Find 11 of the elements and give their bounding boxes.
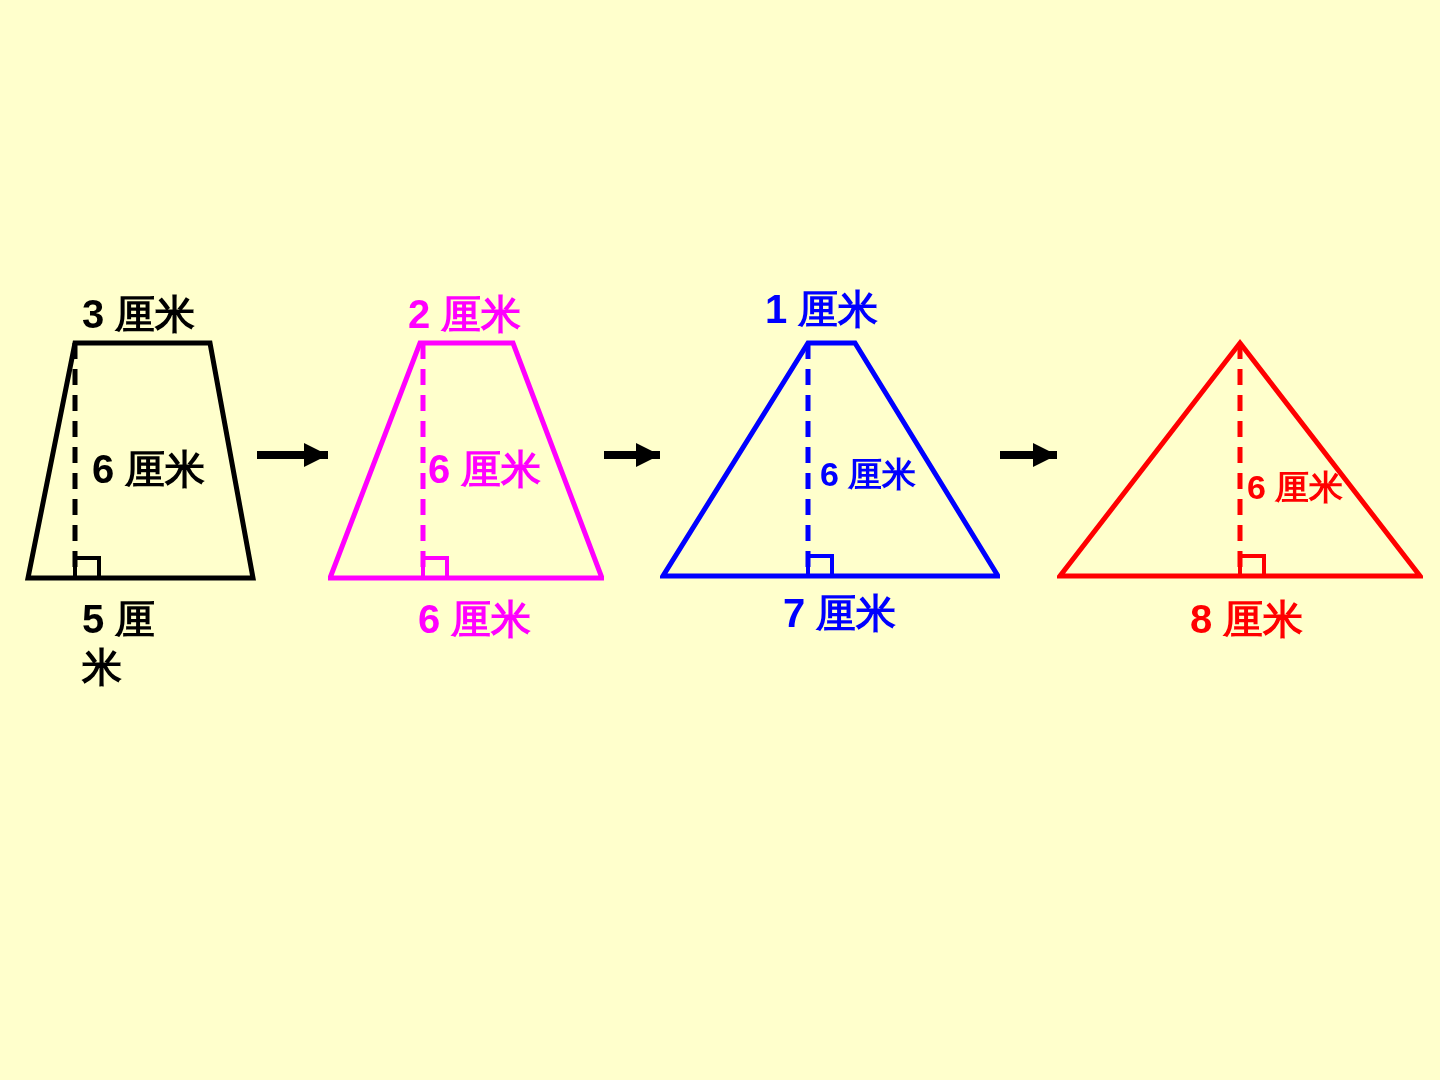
dimension-label: 6 厘米 [820, 454, 917, 495]
dimension-label: 8 厘米 [1190, 596, 1304, 643]
dimension-label: 3 厘米 [82, 291, 196, 338]
dimension-label: 1 厘米 [765, 286, 879, 333]
dimension-label: 2 厘米 [408, 291, 522, 338]
dimension-label: 6 厘米 [92, 446, 206, 493]
dimension-label: 5 厘米 [82, 596, 157, 691]
dimension-label: 7 厘米 [783, 590, 897, 637]
dimension-label: 6 厘米 [1247, 467, 1344, 508]
dimension-label: 6 厘米 [418, 596, 532, 643]
dimension-label: 6 厘米 [428, 446, 542, 493]
